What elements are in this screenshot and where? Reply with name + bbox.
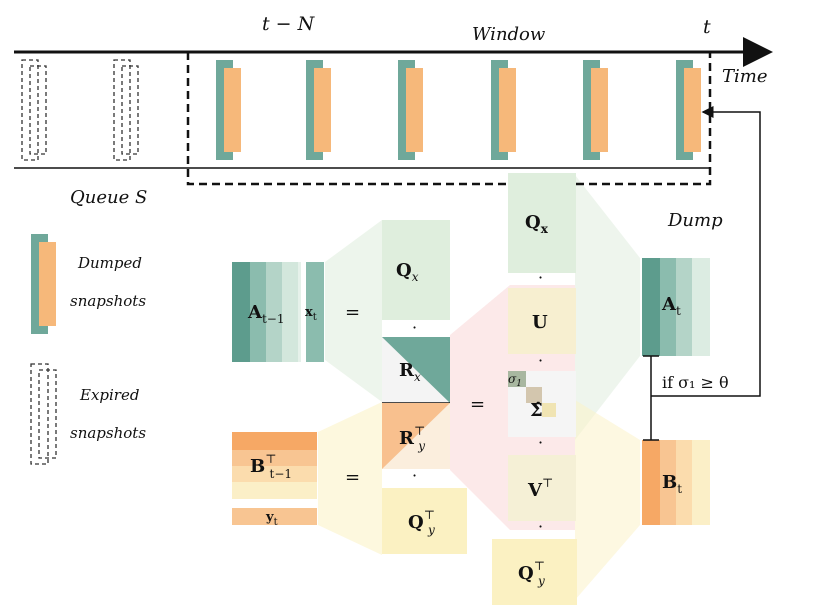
- matrix-Rx: [382, 337, 450, 403]
- Qy-big-label: Q⊤y: [518, 559, 545, 588]
- V-label: V⊤: [527, 476, 553, 501]
- legend-dumped-icon: [31, 234, 56, 334]
- dumped-snapshot: [491, 60, 516, 160]
- dumped-snapshot: [583, 60, 608, 160]
- U-label: U: [532, 312, 548, 333]
- expired-snapshot: [113, 59, 139, 161]
- time-label: Time: [722, 66, 767, 87]
- Qx-small-label: Qx: [396, 260, 419, 284]
- vector-y-t: [232, 508, 317, 525]
- shade-yellow-left: [318, 402, 382, 555]
- legend-dumped-line1: Dumped: [77, 254, 142, 272]
- matrix-Qy-big: [492, 539, 577, 605]
- x-t-label: xt: [305, 305, 317, 323]
- dot-ry-qy: ·: [412, 466, 417, 485]
- legend-expired-line2: snapshots: [70, 424, 146, 442]
- dump-arrow: [651, 106, 761, 397]
- matrix-B-t: [642, 440, 710, 525]
- equals-bottom: =: [345, 467, 360, 488]
- Qx-big-label: Qx: [525, 212, 549, 236]
- matrix-Qx-small: [382, 220, 450, 320]
- window-label: Window: [472, 24, 546, 45]
- dumped-snapshot: [306, 60, 331, 160]
- shade-green-right: [575, 175, 640, 440]
- expired-snapshot: [21, 59, 47, 161]
- dump-condition: if σ₁ ≥ θ: [662, 373, 729, 392]
- dot-v-qy: ·: [538, 517, 543, 536]
- matrix-U: [508, 288, 576, 354]
- sigma1-label: σ1: [508, 372, 522, 389]
- B-t-label: Bt: [662, 472, 682, 496]
- y-t-label: yt: [265, 510, 278, 528]
- dot-qx-u: ·: [538, 268, 543, 287]
- legend-dumped-line2: snapshots: [70, 292, 146, 310]
- dot-qx-rx: ·: [412, 318, 417, 337]
- dumped-snapshot: [676, 60, 701, 160]
- equals-top: =: [345, 302, 360, 323]
- shade-green-left: [325, 220, 382, 402]
- B-prev-label: B⊤t−1: [250, 452, 292, 481]
- matrix-Qx-big: [508, 173, 576, 273]
- Qy-small-label: Q⊤y: [408, 508, 435, 537]
- A-t-label: At: [661, 294, 681, 318]
- matrix-A-t: [642, 258, 710, 356]
- Rx-label: Rx: [399, 360, 421, 384]
- shade-yellow-right: [575, 400, 640, 600]
- dump-label: Dump: [667, 210, 723, 231]
- Sigma-label: Σ̂: [530, 400, 543, 421]
- dot-u-sigma: ·: [538, 351, 543, 370]
- dot-sigma-v: ·: [538, 433, 543, 452]
- matrix-B-prev: [232, 432, 317, 499]
- t-label: t: [703, 16, 711, 38]
- legend-expired-icon: [30, 363, 57, 465]
- matrix-Sigma: [508, 371, 576, 437]
- legend-expired-line1: Expired: [79, 386, 139, 404]
- matrix-Ry: [382, 403, 450, 469]
- Ry-label: R⊤y: [399, 424, 425, 453]
- matrix-V: [508, 455, 576, 521]
- A-prev-label: At−1: [247, 302, 284, 326]
- t-minus-n-label: t − N: [262, 13, 316, 35]
- vector-x-t: [306, 262, 324, 362]
- dumped-snapshot: [216, 60, 241, 160]
- dumped-snapshot: [398, 60, 423, 160]
- equals-middle: =: [470, 394, 485, 415]
- matrix-Qy-small: [382, 488, 467, 554]
- matrix-A-prev: [232, 262, 301, 362]
- window-box: [186, 50, 712, 186]
- queue-label: Queue S: [70, 187, 147, 208]
